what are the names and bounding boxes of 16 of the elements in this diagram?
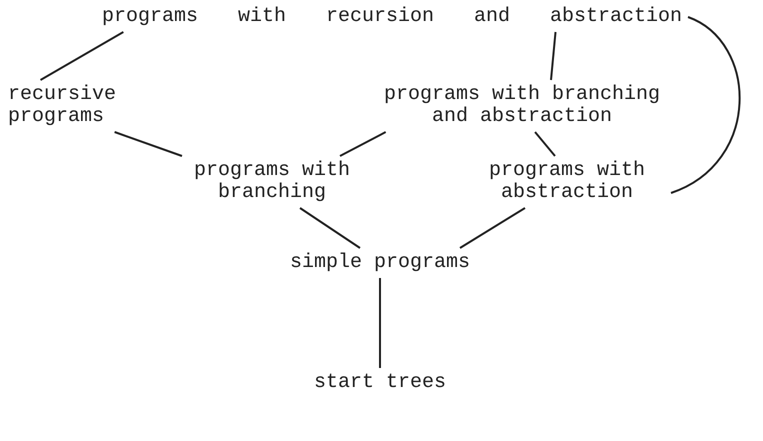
node-label: recursive programs [8,84,138,128]
connector-line [534,131,556,157]
node-label: programs with recursion and abstraction [100,6,684,28]
connector-line [379,278,381,368]
node-label: simple programs [280,252,480,274]
connector-line [340,131,386,157]
connector-line [114,131,182,157]
node-label: programs with branching [172,160,372,204]
connector-line [299,207,361,249]
connector-line [459,207,526,249]
connector-line [670,16,740,194]
connector-line [40,31,124,81]
node-label: programs with abstraction [467,160,667,204]
node-label: programs with branching and abstraction [377,84,667,128]
connector-line [550,32,557,80]
node-label: start trees [300,372,460,394]
